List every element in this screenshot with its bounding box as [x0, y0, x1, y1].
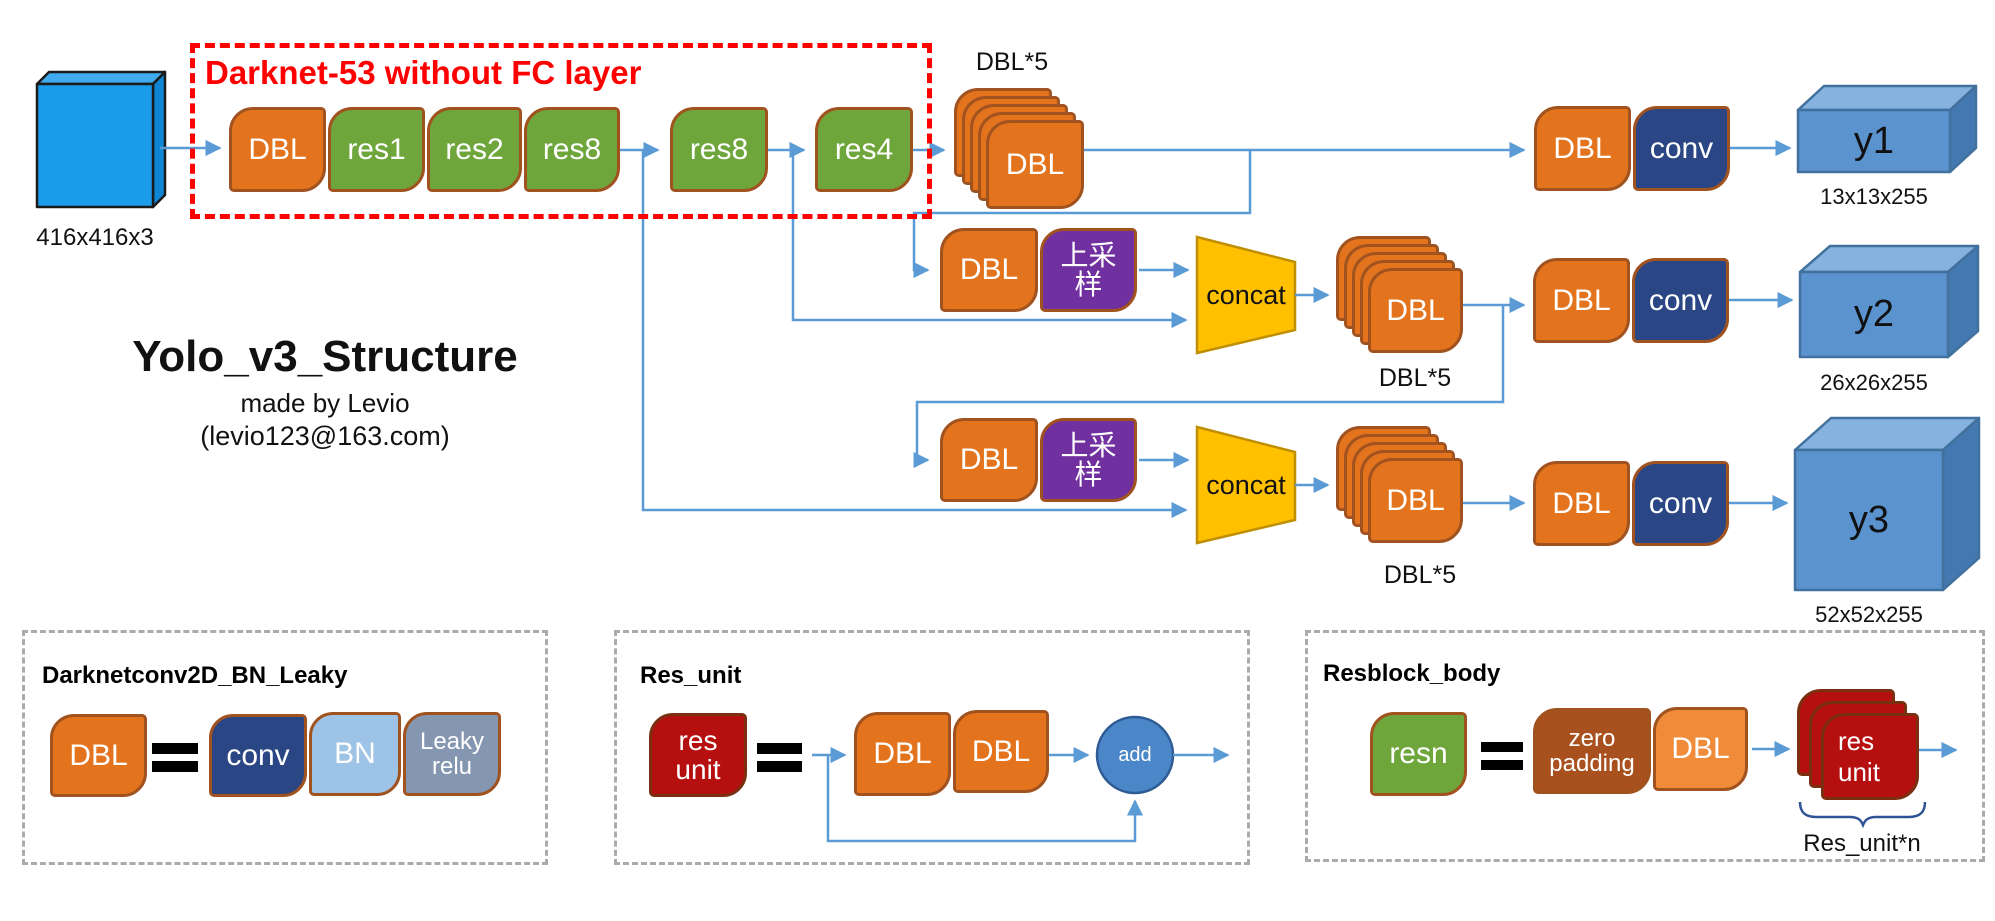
row1-dbl-stack: DBL — [954, 88, 1086, 210]
equals-bar — [757, 743, 802, 754]
legend-resblock-zeropad-box: zero padding — [1533, 708, 1651, 794]
darknet-dashed-box — [190, 43, 932, 219]
backbone-res1-box: res1 — [328, 107, 425, 192]
row3-dbl-stack-front: DBL — [1368, 458, 1463, 543]
concat-shape-row3 — [1195, 425, 1297, 545]
concat-shape-row2 — [1195, 235, 1297, 355]
row3-head-conv-box: conv — [1632, 461, 1729, 546]
row3-upsample-box: 上采样 — [1040, 418, 1137, 502]
legend-res-unit-resunit-box: res unit — [649, 713, 747, 797]
byline: made by Levio — [240, 387, 410, 418]
legend-resblock-dbl-box: DBL — [1653, 707, 1748, 791]
backbone-dbl-box: DBL — [229, 107, 326, 192]
row3-dbl-stack: DBL — [1336, 426, 1463, 543]
legend-dbl-title: Darknetconv2D_BN_Leaky — [42, 662, 348, 689]
row1-dbl-stack-front: DBL — [986, 120, 1084, 209]
legend-dbl-leaky-box: Leaky relu — [403, 712, 501, 796]
y1-cube — [1796, 84, 1978, 174]
backbone-res4-box: res4 — [815, 107, 913, 192]
y1-label: y1 — [1853, 119, 1895, 162]
y2-dims-label: 26x26x255 — [1820, 370, 1928, 395]
row1-dbl5-label: DBL*5 — [975, 47, 1049, 76]
y3-cube — [1793, 416, 1981, 592]
y2-label: y2 — [1853, 292, 1895, 335]
legend-dbl-bn-box: BN — [309, 712, 401, 796]
row3-concat-label: concat — [1206, 469, 1286, 500]
page-title: Yolo_v3_Structure — [132, 332, 518, 381]
connector-res8-branch-to-row3-concat — [641, 150, 1188, 519]
input-image-cube — [35, 70, 167, 209]
legend-resblock-title: Resblock_body — [1323, 660, 1501, 687]
legend-res-unit-title: Res_unit — [640, 662, 742, 689]
row2-dbl-box: DBL — [940, 228, 1038, 312]
row3-head-dbl-box: DBL — [1533, 461, 1630, 546]
row2-upsample-box: 上采样 — [1040, 228, 1137, 312]
backbone-res8b-box: res8 — [670, 107, 768, 192]
email: (levio123@163.com) — [200, 420, 450, 451]
row2-dbl-stack-front: DBL — [1368, 268, 1463, 353]
y2-cube — [1798, 244, 1980, 359]
legend-res-unit-dbl1-box: DBL — [854, 712, 951, 796]
equals-bar — [152, 743, 198, 754]
res-unit-n-label: Res_unit*n — [1803, 830, 1921, 857]
connector-branch-to-row2-dbl — [912, 150, 1252, 279]
connector-row2-branch-to-row3-dbl — [913, 305, 1505, 469]
equals-bar — [1481, 760, 1523, 770]
row2-concat-label: concat — [1206, 279, 1286, 310]
equals-bar — [152, 761, 198, 772]
backbone-res8-box: res8 — [524, 107, 620, 192]
row1-head-conv-box: conv — [1633, 106, 1730, 191]
row2-dbl5-label: DBL*5 — [1378, 363, 1452, 392]
y3-dims-label: 52x52x255 — [1815, 602, 1923, 627]
row3-dbl5-label: DBL*5 — [1383, 560, 1457, 589]
flow-connectors — [160, 139, 1958, 843]
equals-bar — [1481, 742, 1523, 752]
legend-resblock-resn-box: resn — [1370, 712, 1467, 796]
y1-dims-label: 13x13x255 — [1820, 184, 1928, 209]
row2-dbl-stack: DBL — [1336, 236, 1463, 353]
legend-dbl-dbl-box: DBL — [50, 714, 147, 797]
y3-label: y3 — [1848, 498, 1890, 541]
connector-legend2-skip — [826, 755, 1144, 843]
connector-res8b-branch-to-row2-concat — [791, 150, 1188, 329]
legend-res-unit-stack: res unit — [1797, 689, 1922, 801]
row2-head-dbl-box: DBL — [1533, 258, 1630, 343]
add-label: add — [1118, 743, 1152, 766]
legend-res-unit-stack-front: res unit — [1821, 713, 1919, 800]
legend-dbl-conv-box: conv — [209, 714, 307, 797]
row3-dbl-box: DBL — [940, 418, 1038, 502]
darknet-title: Darknet-53 without FC layer — [205, 54, 642, 91]
row1-head-dbl-box: DBL — [1534, 106, 1631, 191]
equals-bar — [757, 761, 802, 772]
backbone-res2-box: res2 — [427, 107, 522, 192]
input-dims-label: 416x416x3 — [36, 224, 154, 251]
legend-res-unit-dbl2-box: DBL — [953, 710, 1049, 793]
res-unit-brace — [1798, 801, 1927, 829]
row2-head-conv-box: conv — [1632, 258, 1729, 343]
